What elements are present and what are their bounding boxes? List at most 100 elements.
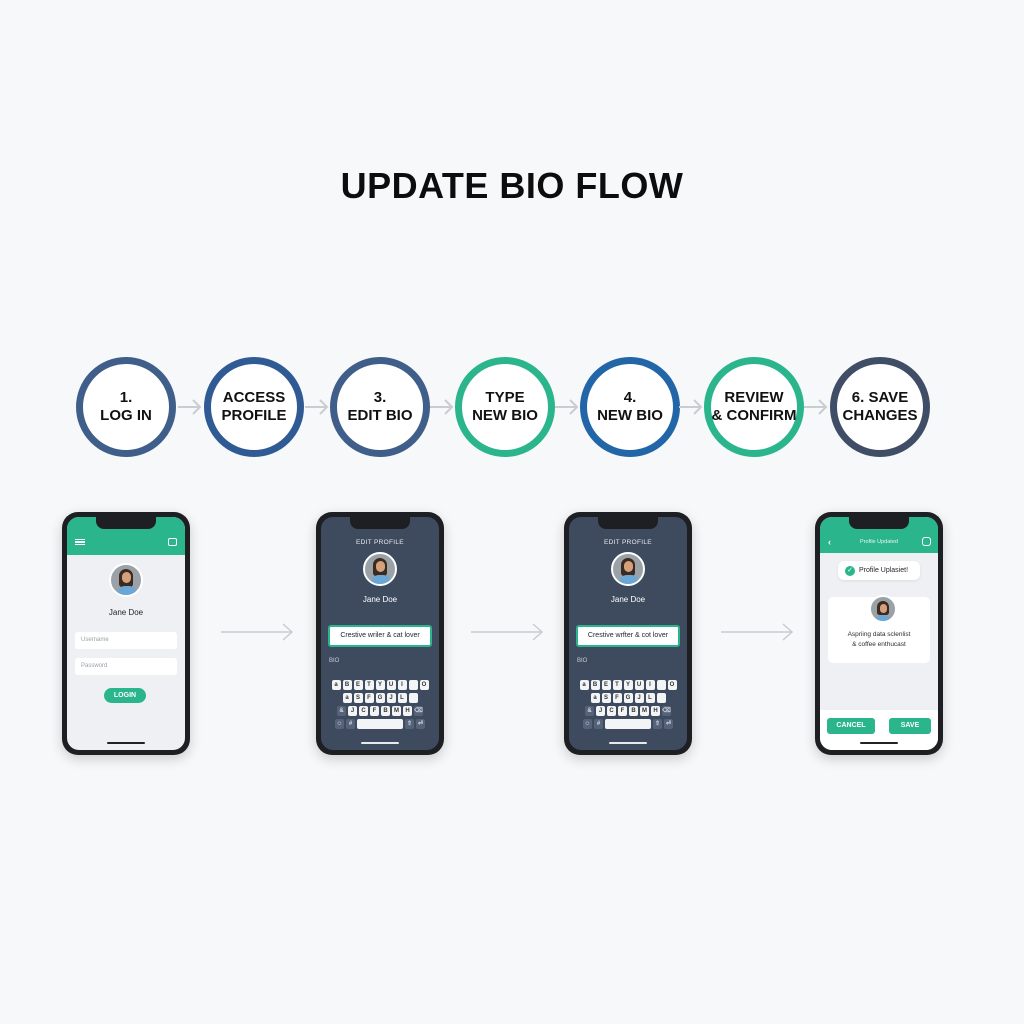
key[interactable]: U: [634, 680, 644, 690]
key[interactable]: F: [612, 693, 622, 703]
key[interactable]: a: [342, 693, 352, 703]
key[interactable]: &: [337, 706, 346, 716]
step-label-line1: REVIEW: [724, 389, 784, 406]
arrow-right-icon: [471, 623, 544, 641]
key[interactable]: I: [645, 680, 655, 690]
key[interactable]: S: [601, 693, 611, 703]
phone-notch: [350, 517, 410, 529]
back-icon[interactable]: ‹: [828, 537, 831, 547]
key[interactable]: H: [651, 706, 660, 716]
key[interactable]: C: [607, 706, 616, 716]
key[interactable]: J: [634, 693, 644, 703]
success-toast: ✓ Profile Uplasiet!: [838, 561, 920, 580]
phone-notch: [849, 517, 909, 529]
username-input[interactable]: Username: [75, 632, 177, 649]
space-key[interactable]: [357, 719, 403, 729]
home-indicator: [107, 742, 145, 744]
key[interactable]: L: [397, 693, 407, 703]
key[interactable]: J: [386, 693, 396, 703]
step-label-line2: & CONFIRM: [711, 407, 797, 424]
key[interactable]: G: [375, 693, 385, 703]
return-key[interactable]: ⏎: [664, 719, 673, 729]
hamburger-icon[interactable]: [75, 539, 85, 545]
key[interactable]: E: [601, 680, 611, 690]
key[interactable]: a: [579, 680, 589, 690]
emoji-key[interactable]: ☺: [583, 719, 592, 729]
key[interactable]: T: [364, 680, 374, 690]
return-key[interactable]: ⏎: [416, 719, 425, 729]
space-key[interactable]: [605, 719, 651, 729]
user-name: Jane Doe: [610, 595, 646, 604]
key[interactable]: F: [364, 693, 374, 703]
backspace-key[interactable]: ⌫: [414, 706, 423, 716]
key[interactable]: I: [397, 680, 407, 690]
edit-profile-screen: EDIT PROFILE Jane Doe Crestive wriler & …: [321, 517, 439, 750]
edit-profile-screen: EDIT PROFILE Jane Doe Crestive wrfter & …: [569, 517, 687, 750]
check-icon: ✓: [845, 565, 855, 576]
step-label-line1: 6. SAVE: [851, 389, 909, 406]
emoji-key[interactable]: ☺: [335, 719, 344, 729]
user-name: Jane Doe: [362, 595, 398, 604]
avatar: [109, 563, 143, 597]
key[interactable]: B: [381, 706, 390, 716]
key[interactable]: a: [590, 693, 600, 703]
key[interactable]: M: [392, 706, 401, 716]
key[interactable]: J: [596, 706, 605, 716]
share-icon[interactable]: [922, 537, 931, 546]
key[interactable]: U: [386, 680, 396, 690]
bio-label: BIO: [577, 658, 588, 664]
key[interactable]: E: [353, 680, 363, 690]
key[interactable]: H: [403, 706, 412, 716]
login-button[interactable]: LOGIN: [104, 688, 146, 703]
key[interactable]: [656, 680, 666, 690]
key[interactable]: [408, 680, 418, 690]
arrow-right-icon: [555, 399, 579, 415]
backspace-key[interactable]: ⌫: [662, 706, 671, 716]
key[interactable]: B: [342, 680, 352, 690]
shift-key[interactable]: ⇧: [653, 719, 662, 729]
shift-key[interactable]: ⇧: [405, 719, 414, 729]
briefcase-icon[interactable]: [168, 538, 177, 546]
step-label-line1: ACCESS: [222, 389, 286, 406]
bio-input[interactable]: Crestive wrfter & cot lover: [576, 625, 680, 647]
key[interactable]: B: [629, 706, 638, 716]
key[interactable]: [408, 693, 418, 703]
step-label-line2: PROFILE: [221, 407, 287, 424]
step-label-line2: CHANGES: [842, 407, 918, 424]
key[interactable]: Y: [375, 680, 385, 690]
key[interactable]: J: [348, 706, 357, 716]
key[interactable]: F: [370, 706, 379, 716]
key[interactable]: F: [618, 706, 627, 716]
key[interactable]: M: [640, 706, 649, 716]
key[interactable]: [656, 693, 666, 703]
key[interactable]: G: [623, 693, 633, 703]
password-input[interactable]: Password: [75, 658, 177, 675]
key[interactable]: B: [590, 680, 600, 690]
step-label-line2: EDIT BIO: [347, 407, 413, 424]
key[interactable]: #: [594, 719, 603, 729]
key[interactable]: Y: [623, 680, 633, 690]
save-button[interactable]: SAVE: [889, 718, 931, 734]
key[interactable]: O: [667, 680, 677, 690]
key[interactable]: O: [419, 680, 429, 690]
cancel-button[interactable]: CANCEL: [827, 718, 875, 734]
key[interactable]: &: [585, 706, 594, 716]
key[interactable]: C: [359, 706, 368, 716]
key[interactable]: a: [331, 680, 341, 690]
key[interactable]: L: [645, 693, 655, 703]
key[interactable]: #: [346, 719, 355, 729]
step-label-line1: TYPE: [485, 389, 525, 406]
key[interactable]: T: [612, 680, 622, 690]
key[interactable]: S: [353, 693, 363, 703]
phone-edit-profile: EDIT PROFILE Jane Doe Crestive wriler & …: [316, 512, 444, 755]
arrow-right-icon: [178, 399, 202, 415]
step-1-circle: 1.LOG IN: [76, 357, 176, 457]
header-title: Profile Updated: [860, 539, 898, 545]
login-screen: Jane Doe Username Password LOGIN: [67, 517, 185, 750]
bio-input[interactable]: Crestive wriler & cat lover: [328, 625, 432, 647]
